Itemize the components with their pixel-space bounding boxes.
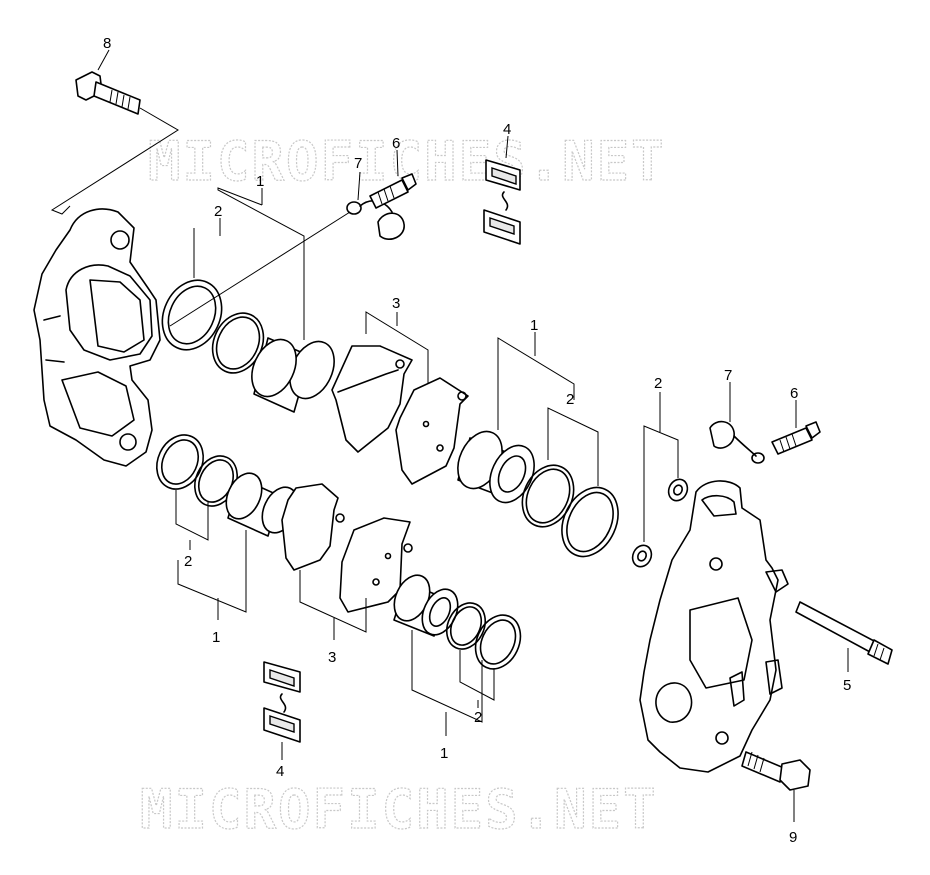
mounting-bolt-top[interactable] (75, 71, 141, 115)
callout-clip-top: 4 (503, 121, 511, 138)
seal-outer-upper-left[interactable] (151, 271, 232, 360)
mounting-bolt-bottom[interactable] (741, 751, 811, 791)
seal-outer-lower-left[interactable] (148, 427, 212, 496)
callout-piston-kit-upper-left: 1 (256, 173, 264, 190)
leader-6a (396, 149, 399, 177)
callout-bleeder-right: 6 (790, 385, 798, 402)
callout-seal-upper-left: 2 (214, 203, 222, 220)
piston-upper-left[interactable] (243, 332, 343, 413)
callout-seal-right: 2 (654, 375, 662, 392)
pad-clip-top[interactable] (483, 159, 521, 245)
callout-pad-lower: 3 (328, 649, 336, 666)
pad-clip-bottom[interactable] (263, 661, 301, 743)
leader-bleeder-cap-left (169, 211, 351, 327)
leader-kit-lower-right (411, 630, 483, 723)
leader-bolt-top (50, 107, 179, 215)
leader-seal-right (643, 425, 679, 542)
leader-seal-upper-right (547, 407, 599, 486)
leader-kit-lower-left (177, 530, 247, 613)
watermark-bottom: MICROFICHES.NET (140, 778, 658, 841)
callout-piston-kit-upper-right: 1 (530, 317, 538, 334)
leader-7a (357, 171, 361, 201)
brake-pad-lower-right[interactable] (339, 517, 413, 613)
leader-kit-upper-right (497, 337, 575, 430)
callout-bleeder-cap-left: 7 (354, 155, 362, 172)
callout-bleeder-left: 6 (392, 135, 400, 152)
callout-pin: 5 (843, 677, 851, 694)
callout-seal-upper-right: 2 (566, 391, 574, 408)
brake-pad-upper-left[interactable] (331, 345, 413, 453)
leader-kit-upper-left (217, 187, 305, 340)
callout-seal-lower-right: 2 (474, 709, 482, 726)
callout-clip-bottom: 4 (276, 763, 284, 780)
bleeder-cap-left[interactable] (346, 200, 405, 240)
brake-pad-upper-right[interactable] (395, 377, 469, 485)
callout-piston-kit-lower-right: 1 (440, 745, 448, 762)
callout-piston-kit-lower-left: 1 (212, 629, 220, 646)
bleeder-right[interactable] (771, 421, 821, 455)
seal-outer-lower-right[interactable] (467, 608, 529, 677)
callout-bleeder-cap-right: 7 (724, 367, 732, 384)
seal-outer-upper-right[interactable] (551, 478, 629, 565)
bleeder-cap-right[interactable] (709, 420, 765, 464)
piston-upper-right[interactable] (449, 424, 543, 509)
leader-seal-lower-right (459, 650, 495, 701)
callout-bolt-top: 8 (103, 35, 111, 52)
washer-right-lower[interactable] (629, 542, 655, 570)
callout-seal-lower-left: 2 (184, 553, 192, 570)
slide-pin[interactable] (795, 601, 893, 665)
bleeder-left[interactable] (369, 173, 417, 209)
right-caliper-body[interactable] (639, 480, 789, 773)
callout-bolt-bottom: 9 (789, 829, 797, 846)
leader-4a (505, 135, 509, 159)
callout-pad-upper: 3 (392, 295, 400, 312)
leader-pad-upper (365, 311, 429, 384)
leader-pad-lower (299, 570, 367, 633)
leader-8 (97, 49, 110, 71)
brake-pad-lower-left[interactable] (281, 483, 345, 571)
washer-right-upper[interactable] (665, 476, 691, 504)
leader-seal-lower-left (175, 490, 209, 541)
piston-lower-right[interactable] (387, 569, 464, 640)
left-caliper-bracket[interactable] (33, 208, 161, 467)
